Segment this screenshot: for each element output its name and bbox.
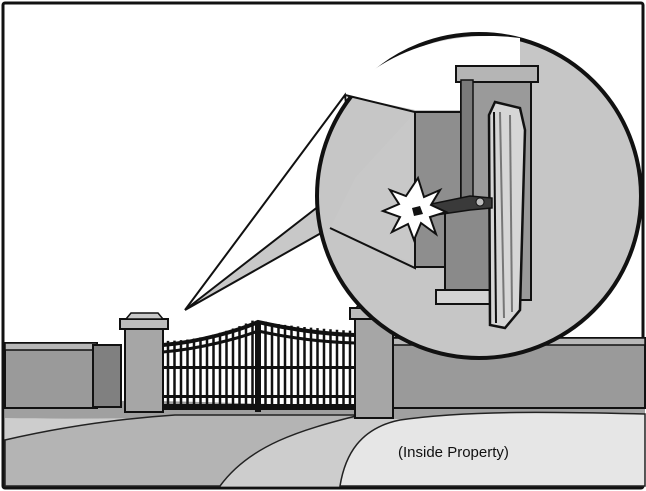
callout-magnifier <box>317 34 641 358</box>
left-wall <box>5 343 121 408</box>
inside-property-caption: (Inside Property) <box>398 444 509 461</box>
left-pillar <box>120 313 168 412</box>
